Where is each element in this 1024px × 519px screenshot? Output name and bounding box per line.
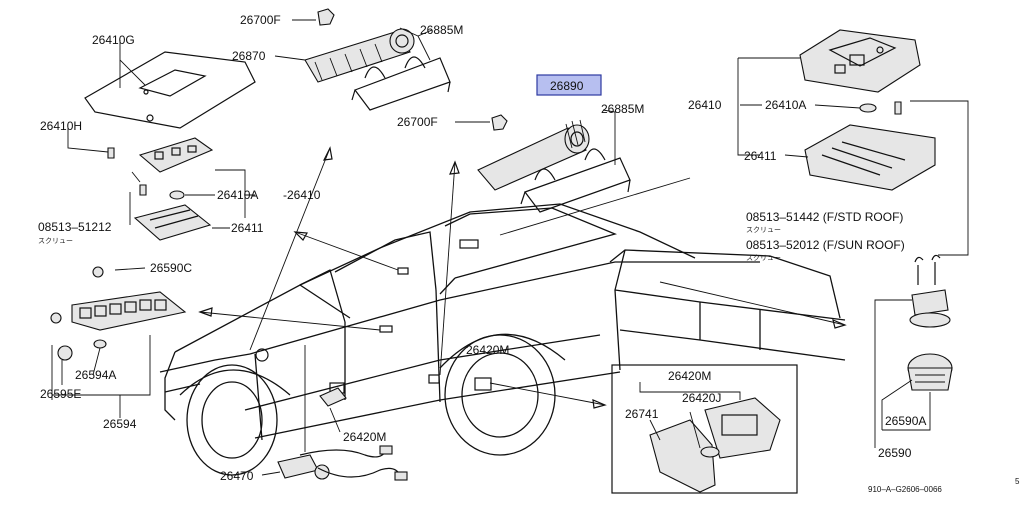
label-26700F-mid: 26700F [397, 115, 438, 129]
label-26590A: 26590A [885, 414, 926, 428]
part-26590-socket [907, 254, 953, 391]
label-26410H: 26410H [40, 119, 82, 133]
highlight-box-26890 [536, 74, 602, 96]
label-26420M-box: 26420M [668, 369, 711, 383]
screw-note-left: スクリュー [38, 237, 73, 245]
detail-inset-box [611, 364, 798, 494]
label-26594: 26594 [103, 417, 137, 431]
label-26410G: 26410G [92, 33, 135, 47]
label-26410-left: -26410 [283, 188, 321, 202]
label-26700F-top: 26700F [240, 13, 281, 27]
diagram-code: 910–A–G2606–0066 [868, 485, 942, 494]
leader-lines [51, 19, 969, 476]
part-26420M-lower-lamp [319, 387, 347, 407]
part-26470-harness [277, 445, 408, 481]
label-08513-51442: 08513–51442 (F/STD ROOF) [746, 210, 903, 224]
label-26870: 26870 [232, 49, 266, 63]
part-26410-roof-lamp [799, 29, 921, 93]
part-26870-hose [304, 28, 415, 83]
part-26410-lamp-left [138, 137, 214, 173]
label-26470: 26470 [220, 469, 254, 483]
label-26420J: 26420J [682, 391, 721, 405]
label-26420M-low: 26420M [343, 430, 386, 444]
label-08513-51212: 08513–51212 [38, 220, 112, 234]
label-26890: 26890 [550, 79, 584, 93]
part-26410A-bulb-right [859, 101, 902, 115]
screw-note-right-1: スクリュー [746, 226, 781, 234]
part-26700F-mid-clip [491, 114, 508, 131]
edge-mark: 5 [1015, 477, 1020, 486]
label-26594A: 26594A [75, 368, 116, 382]
label-08513-52012: 08513–52012 (F/SUN ROOF) [746, 238, 905, 252]
part-26700F-top-clip [317, 8, 335, 26]
label-26410-right: 26410 [688, 98, 722, 112]
label-26885M-mid: 26885M [601, 102, 644, 116]
label-26885M-top: 26885M [420, 23, 463, 37]
part-26411-lens-left [133, 204, 212, 241]
label-26595E: 26595E [40, 387, 81, 401]
label-26410A-left: 26410A [217, 188, 258, 202]
label-26411-left: 26411 [231, 221, 264, 235]
label-26420M-mid: 26420M [466, 343, 509, 357]
part-26411-roof-lens [804, 124, 936, 191]
part-26594-lamp-assy [50, 266, 187, 361]
part-26410G-plate [84, 51, 256, 129]
label-26741: 26741 [625, 407, 659, 421]
small-screws-left [107, 147, 185, 200]
label-26590: 26590 [878, 446, 912, 460]
part-26885M-top-bracket [351, 56, 451, 111]
part-26885M-mid-bracket [520, 148, 631, 213]
label-26590C: 26590C [150, 261, 192, 275]
screw-note-right-2: スクリュー [746, 254, 781, 262]
direction-arrows [198, 146, 847, 452]
car-body-outline [159, 203, 846, 476]
part-26890-tube [477, 119, 590, 191]
label-26411-right: 26411 [744, 149, 777, 163]
part-labels: 26700F 26885M 26870 26410G 26410H 26410A… [38, 13, 1020, 494]
label-26410A-right: 26410A [765, 98, 806, 112]
